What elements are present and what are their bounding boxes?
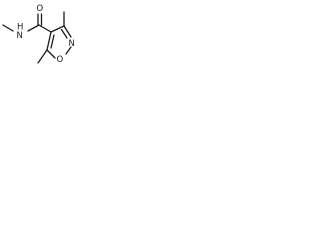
c5-methyl-bond	[37, 49, 48, 64]
ring-bond-c5-c4	[46, 31, 52, 51]
amide-oxygen-label: O	[37, 4, 44, 14]
amide-nh-hydrogen-label: H	[17, 23, 23, 33]
ring-bond-c3-n-inner	[60, 28, 68, 39]
n-methyl-bond	[2, 24, 14, 32]
amide-nitrogen-label: N	[17, 31, 23, 41]
ring-bond-c4-c3	[50, 25, 65, 33]
amide-n-c-bond	[27, 24, 40, 32]
carbonyl-ring-bond	[38, 24, 52, 33]
ring-bond-o-c5	[46, 49, 56, 59]
ring-bond-c3-n	[63, 25, 72, 38]
ring-nitrogen-label: N	[69, 39, 75, 49]
ring-oxygen-label: O	[57, 55, 64, 65]
isoxazole-carboxamide-structure: O H N N O	[2, 4, 75, 65]
ring-bond-c5-c4-inner	[50, 34, 55, 49]
ring-bond-n-o	[65, 46, 72, 55]
